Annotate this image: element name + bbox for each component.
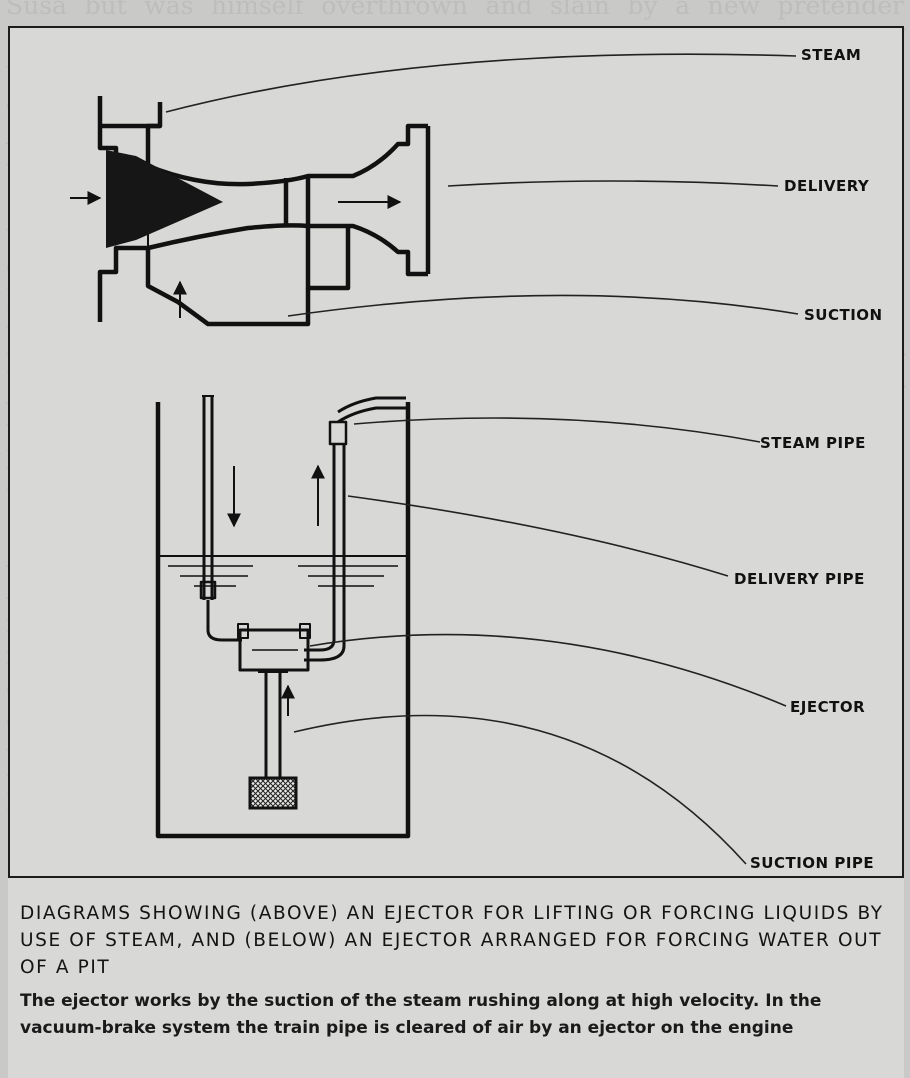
suction-strainer — [248, 776, 298, 810]
caption-title: Diagrams showing (above) an ejector for … — [20, 903, 884, 978]
lower-leader-lines — [293, 417, 787, 865]
caption-area — [8, 878, 904, 1078]
upper-leader-lines — [165, 53, 799, 317]
caption-body: The ejector works by the suction of the … — [20, 991, 822, 1038]
ejector-diagrams: Steam Delivery Suction — [70, 46, 883, 872]
nozzle-seat — [108, 176, 126, 222]
label-suction-pipe: Suction Pipe — [750, 854, 874, 872]
label-suction: Suction — [804, 306, 883, 324]
label-delivery-pipe: Delivery Pipe — [734, 570, 865, 588]
upper-ejector — [97, 96, 431, 327]
steam-nozzle-shape — [106, 150, 223, 248]
pit-ejector — [155, 395, 411, 839]
label-steam-pipe: Steam Pipe — [760, 434, 866, 452]
label-delivery: Delivery — [784, 177, 870, 195]
label-ejector: Ejector — [790, 698, 865, 716]
label-steam: Steam — [801, 46, 861, 64]
